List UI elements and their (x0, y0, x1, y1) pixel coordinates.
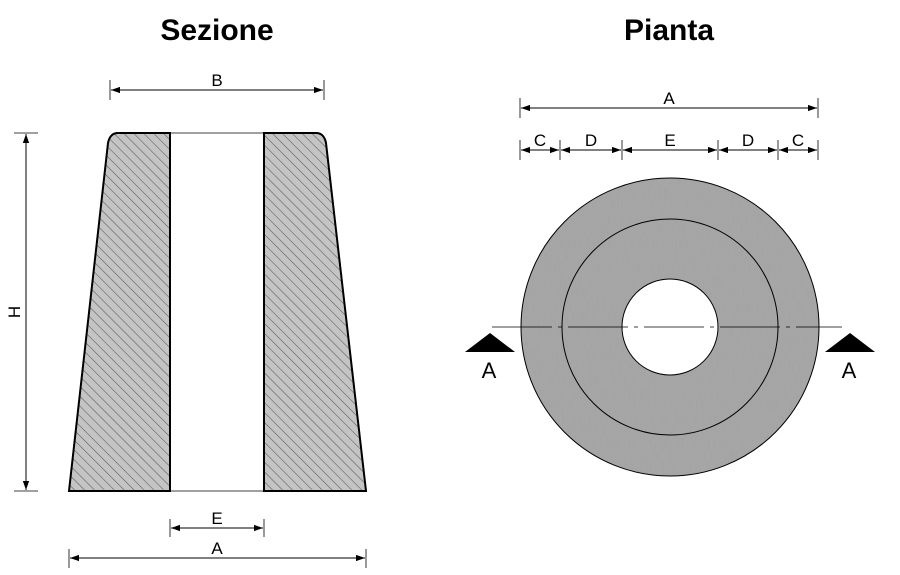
plan-title: Pianta (624, 14, 714, 47)
dimension-h: H (5, 132, 38, 492)
section-view (67, 132, 368, 492)
section-marker-right: A (825, 333, 875, 383)
section-marker-left-label: A (482, 358, 497, 383)
dimension-c-right-label: C (792, 131, 804, 150)
dimension-chain-plan: C D E D C (519, 131, 819, 160)
section-left-wall (67, 132, 171, 492)
dimension-d-right-label: D (742, 131, 754, 150)
dimension-b-label: B (211, 71, 222, 90)
plan-view (492, 177, 842, 477)
dimension-d-left-label: D (585, 131, 597, 150)
dimension-a-plan-label: A (663, 89, 675, 108)
dimension-a-section: A (68, 539, 367, 568)
section-marker-left-arrow (465, 333, 515, 352)
section-title: Sezione (160, 14, 273, 47)
dimension-e-section-label: E (211, 509, 222, 528)
section-marker-left: A (465, 333, 515, 383)
section-marker-right-arrow (825, 333, 875, 352)
dimension-b: B (109, 71, 325, 100)
section-marker-right-label: A (842, 358, 857, 383)
dimension-a-section-label: A (211, 539, 223, 558)
dimension-c-left-label: C (534, 131, 546, 150)
dimension-h-label: H (5, 306, 24, 318)
section-right-wall (263, 132, 368, 492)
dimension-e-plan-label: E (664, 131, 675, 150)
dimension-e-section: E (169, 509, 265, 537)
dimension-a-plan: A (519, 89, 819, 118)
